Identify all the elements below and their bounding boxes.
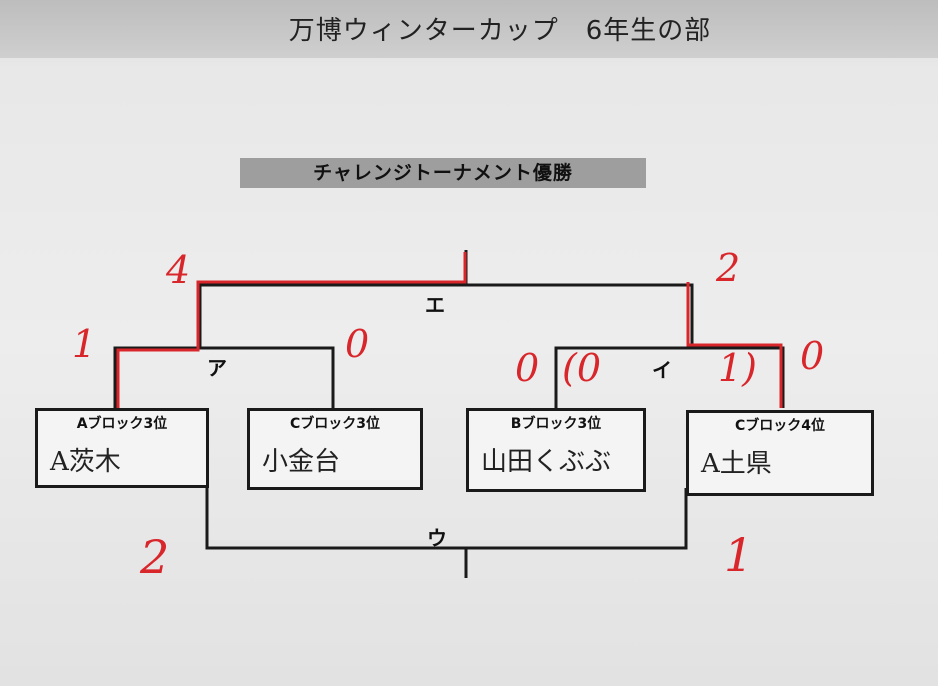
match-u-bracket xyxy=(205,488,688,550)
team-name: 山田くぶぶ xyxy=(481,447,612,477)
subtitle-text: チャレンジトーナメント優勝 xyxy=(313,162,573,184)
team-box-2: Cブロック3位 小金台 xyxy=(247,408,423,490)
score-i-right-inner: 1) xyxy=(718,346,758,390)
score-a-left: 1 xyxy=(72,322,97,366)
team-box-1: Aブロック3位 A茨木 xyxy=(35,408,209,488)
header-band: 万博ウィンターカップ 6年生の部 xyxy=(0,0,938,58)
winner-path-right xyxy=(686,282,783,408)
score-u-left: 2 xyxy=(140,530,170,584)
team-block-label: Cブロック4位 xyxy=(734,418,825,434)
page-title: 万博ウィンターカップ 6年生の部 xyxy=(288,16,712,46)
match-label-a: ア xyxy=(207,356,227,380)
match-a-bracket xyxy=(113,346,335,408)
score-e-left: 4 xyxy=(166,248,191,292)
winner-path-left xyxy=(116,252,467,408)
match-i-bracket xyxy=(554,346,785,408)
team-name: 小金台 xyxy=(262,447,341,477)
score-a-right: 0 xyxy=(345,322,370,366)
match-label-e: エ xyxy=(425,293,445,317)
score-u-right: 1 xyxy=(724,528,754,582)
match-label-u: ウ xyxy=(427,526,447,550)
match-label-i: イ xyxy=(652,358,672,382)
score-i-left-outer: 0 xyxy=(515,346,540,390)
team-name: A土県 xyxy=(701,449,772,479)
score-i-left-inner: (0 xyxy=(562,346,602,390)
team-box-4: Cブロック4位 A土県 xyxy=(686,410,874,496)
score-i-right-outer: 0 xyxy=(800,334,825,378)
team-name: A茨木 xyxy=(50,447,121,477)
team-block-label: Aブロック3位 xyxy=(76,416,168,432)
match-e-bracket xyxy=(198,283,694,348)
team-block-label: Bブロック3位 xyxy=(510,416,602,432)
winner-red-lines xyxy=(116,252,783,408)
bracket-black-lines xyxy=(113,250,785,578)
subtitle-banner: チャレンジトーナメント優勝 xyxy=(240,158,646,188)
score-e-right: 2 xyxy=(716,246,741,290)
team-block-label: Cブロック3位 xyxy=(289,416,380,432)
team-box-3: Bブロック3位 山田くぶぶ xyxy=(466,408,646,492)
